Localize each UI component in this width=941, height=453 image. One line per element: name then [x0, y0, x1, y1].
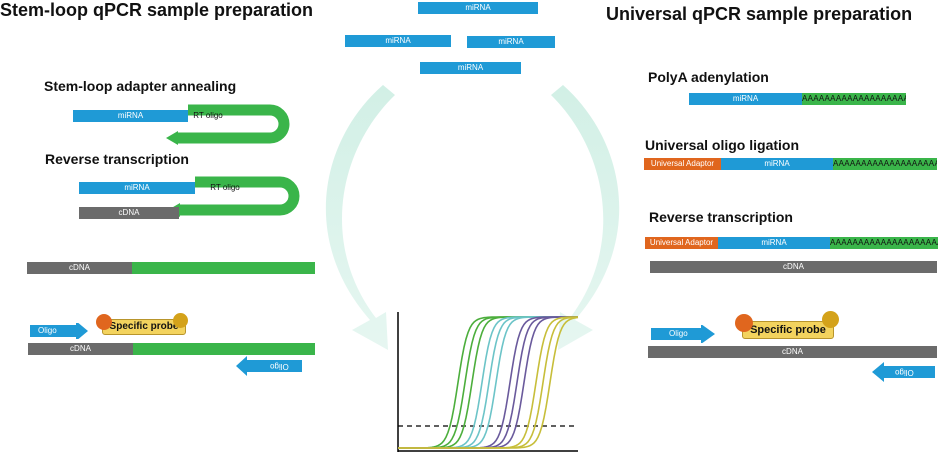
left-step-rt: Reverse transcription	[45, 151, 189, 167]
stem-loop-hairpin-1-tip	[166, 131, 178, 145]
left-oligo-arrow: Oligo	[30, 323, 88, 339]
right-cdna-bar-2: cDNA	[648, 346, 937, 358]
left-title: Stem-loop qPCR sample preparation	[0, 0, 314, 20]
left-oligo-label: Oligo	[38, 326, 57, 335]
reverse-oligo-arrow-left	[236, 356, 302, 376]
right-cdna-bar-1: cDNA	[650, 261, 937, 273]
right-mirna-bar-2: miRNA	[721, 158, 833, 170]
right-oligo-label: Oligo	[669, 329, 688, 338]
stem-loop-hairpin-2	[180, 176, 300, 216]
right-flow-arrow	[551, 85, 620, 350]
right-oligo-arrow-shape	[651, 325, 715, 343]
left-oligo-arrow-shape	[30, 323, 88, 339]
stem-loop-hairpin-1	[178, 104, 290, 144]
right-specific-probe: Specific probe	[742, 321, 834, 339]
right-mirna-bar-1: miRNA	[689, 93, 802, 105]
right-reverse-oligo-label: Oligo	[895, 368, 914, 377]
right-polya-tail-3: AAAAAAAAAAAAAAAAAAAA	[830, 237, 938, 249]
center-mirna-bar-1: miRNA	[418, 2, 538, 14]
left-flow-arrow	[325, 85, 395, 350]
left-cdna-bar-1: cDNA	[79, 207, 179, 219]
right-universal-adaptor-2: Universal Adaptor	[645, 237, 718, 249]
right-step-ligation: Universal oligo ligation	[645, 137, 800, 153]
left-green-strand-2	[133, 343, 315, 355]
reverse-oligo-arrow-right	[872, 362, 935, 382]
amplification-curves	[398, 316, 579, 449]
left-rt-oligo-label-2: RT oligo	[210, 183, 240, 192]
left-green-strand-1	[132, 262, 315, 274]
left-mirna-bar-1: miRNA	[73, 110, 188, 122]
center-mirna-bar-4: miRNA	[420, 62, 521, 74]
left-probe-quencher-dot	[173, 313, 188, 328]
left-mirna-bar-2: miRNA	[79, 182, 195, 194]
left-specific-probe: Specific probe	[102, 319, 186, 335]
left-cdna-bar-2: cDNA	[27, 262, 132, 274]
center-mirna-bar-2: miRNA	[345, 35, 451, 47]
right-step-rt: Reverse transcription	[649, 209, 793, 225]
right-probe-reporter-dot	[735, 314, 753, 332]
right-step-polya: PolyA adenylation	[648, 69, 769, 85]
amplification-curve-3-2	[398, 316, 579, 449]
right-polya-tail-2: AAAAAAAAAAAAAAAAAAA	[833, 158, 937, 170]
center-mirna-bar-3: miRNA	[467, 36, 555, 48]
right-oligo-arrow: Oligo	[651, 325, 715, 343]
right-universal-adaptor-1: Universal Adaptor	[644, 158, 721, 170]
right-probe-quencher-dot	[822, 311, 839, 328]
left-probe-reporter-dot	[96, 314, 112, 330]
left-step-annealing: Stem-loop adapter annealing	[44, 78, 237, 94]
right-title: Universal qPCR sample preparation	[606, 4, 913, 24]
right-mirna-bar-3: miRNA	[718, 237, 830, 249]
right-polya-tail-1: AAAAAAAAAAAAAAAAAAA	[802, 93, 906, 105]
left-reverse-oligo-label: Oligo	[270, 362, 289, 371]
left-cdna-bar-3: cDNA	[28, 343, 133, 355]
left-rt-oligo-label-1: RT oligo	[193, 111, 223, 120]
